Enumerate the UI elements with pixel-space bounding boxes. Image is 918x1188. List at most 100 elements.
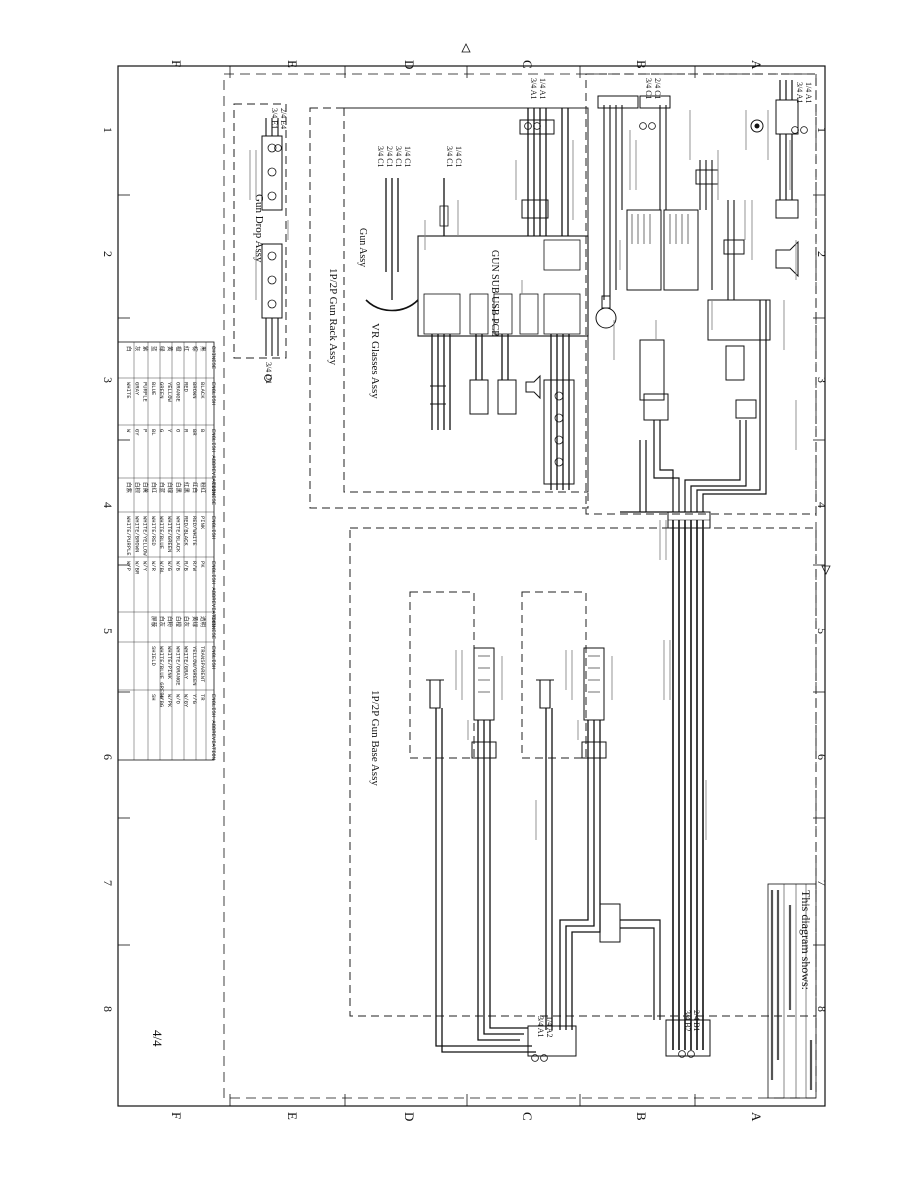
color-mid-row-en: RED/WHITE: [191, 516, 198, 546]
color-right-row-cn: 白粉: [166, 616, 174, 628]
color-left-row-en: BLUE: [150, 382, 157, 396]
color-left-row-abbr: R: [183, 429, 190, 433]
gun-rack-title: 1P/2P Gun Rack Assy: [327, 268, 339, 366]
color-left-header-en: ENGLISH: [210, 382, 217, 405]
color-mid-row-cn: 白棕: [133, 482, 141, 494]
top-harness-region: [585, 73, 817, 1050]
color-mid-row-abbr: W/BR: [133, 561, 140, 575]
tag-gun-c: 2/4 C1: [385, 146, 394, 168]
zone-7-right: 7: [815, 880, 829, 886]
color-right-row-cn: 透明: [199, 616, 207, 628]
color-mid-header-cn: CHINESE: [210, 482, 217, 506]
color-mid-row-en: WHITE/RED: [150, 516, 157, 546]
color-left-row-abbr: GY: [133, 429, 140, 436]
color-left-row-cn: 紫: [142, 346, 149, 352]
zone-8-left: 8: [101, 1006, 115, 1012]
color-right-row-cn: 白灰: [158, 616, 166, 628]
color-left-row-cn: 棕: [191, 346, 199, 352]
color-mid-row-en: WHITE/BLUE: [158, 516, 165, 550]
color-mid-row-abbr: R/B: [183, 561, 190, 572]
gun-drop-title: Gun Drop Assy: [253, 194, 265, 263]
color-right-row-cn: 白橙: [174, 616, 182, 628]
zone-4-right: 4: [815, 502, 829, 508]
color-right-row-en: WHITE/ORANGE: [174, 646, 181, 686]
color-right-row-en: WHITE/BLUE GREEN: [158, 646, 165, 699]
color-mid-row-cn: 白红: [150, 482, 158, 494]
color-right-row-abbr: W/PK: [166, 694, 173, 708]
color-mid-row-abbr: W/B: [174, 561, 181, 572]
title-heading: This diagram shows:: [799, 890, 813, 990]
gun-drop-assembly: 3/4 D1: [233, 103, 289, 384]
color-mid-row-abbr: W/G: [166, 561, 173, 571]
color-mid-row-cn: 白紫: [125, 482, 133, 494]
color-right-row-abbr: W/O: [174, 694, 181, 705]
color-right-row-abbr: SH: [150, 694, 157, 701]
color-mid-row-abbr: W/R: [150, 561, 157, 572]
color-right-row-en: SHIELD: [150, 646, 157, 667]
vr-glasses-title: VR Glasses Assy: [369, 323, 381, 399]
color-right-row-cn: 屏蔽: [150, 616, 158, 628]
color-right-row-en: TRANSPARENT: [199, 646, 206, 683]
color-left-row-en: GRAY: [133, 382, 140, 396]
tag-gun-d: 3/4 C1: [376, 146, 385, 168]
color-mid-row-en: RED/BLACK: [183, 516, 190, 546]
color-mid-row-cn: 白黄: [142, 482, 150, 494]
color-right-row-cn: 黄绿: [191, 616, 199, 628]
tag-c-top-b: 3/4 A1: [529, 78, 538, 100]
tag-c-top-a: 1/4 A1: [538, 78, 547, 100]
color-left-row-en: WHITE: [125, 382, 132, 399]
tag-bot-c-b: 3/4 A1: [536, 1016, 545, 1038]
zone-5-left: 5: [101, 628, 115, 634]
tag-gun-a: 1/4 C1: [403, 146, 412, 168]
zone-5-right: 5: [815, 628, 829, 634]
zone-6-right: 6: [815, 754, 829, 760]
zone-a-top: A: [749, 60, 764, 70]
color-mid-row-abbr: PK: [199, 561, 206, 568]
color-left-header-abbr: ENGLISH ABBREVIATION: [210, 429, 217, 495]
color-right-header-en: ENGLISH: [210, 646, 217, 669]
tag-e-top-b: 3/4 E1: [270, 108, 279, 129]
tag-b-top-a: 2/4 C1: [653, 78, 662, 100]
color-mid-row-en: WHITE/GREEN: [166, 516, 173, 552]
color-mid-row-cn: 红黑: [183, 482, 191, 494]
color-right-row-abbr: TR: [199, 694, 206, 701]
color-left-row-abbr: W: [125, 429, 132, 433]
color-left-row-en: BROWN: [191, 382, 198, 399]
color-mid-row-en: WHITE/BROWN: [133, 516, 140, 552]
zone-c-bottom: C: [520, 1112, 535, 1121]
color-right-row-abbr: W/GY: [183, 694, 190, 708]
ground-symbols-top: [264, 122, 808, 382]
zone-b-bottom: B: [634, 1112, 649, 1121]
zone-7-left: 7: [101, 880, 115, 886]
color-mid-row-cn: 粉红: [199, 482, 207, 494]
color-right-header-abbr: ENGLISH ABBREVIATION: [210, 694, 217, 760]
zone-d-top: D: [402, 60, 417, 69]
color-left-row-en: BLACK: [199, 382, 206, 399]
color-left-row-cn: 黄: [166, 346, 174, 352]
color-mid-header-en: ENGLISH: [210, 516, 217, 539]
gun-sub-pcb-title: GUN SUB USB PCB: [489, 250, 500, 337]
zone-3-right: 3: [815, 377, 829, 383]
gun-base-title: 1P/2P Gun Base Assy: [369, 690, 381, 786]
zone-2-right: 2: [815, 251, 829, 257]
color-left-row-cn: 红: [183, 346, 191, 352]
color-mid-row-cn: 白黑: [174, 482, 182, 494]
color-mid-row-cn: 白蓝: [158, 482, 166, 494]
connector-tags-bottom: 2/4 B1 3/4 B2 1/4 A2 3/4 A1: [531, 1010, 701, 1062]
tag-bot-b-b: 3/4 B2: [683, 1010, 692, 1032]
tag-gun-f: 3/4 C1: [445, 146, 454, 168]
color-left-row-en: ORANGE: [174, 382, 181, 403]
page-number: 4/4: [150, 1030, 165, 1047]
color-left-row-cn: 橙: [174, 346, 182, 352]
sheet-frame: [117, 43, 831, 1107]
tag-bot-b-a: 2/4 B1: [692, 1010, 701, 1032]
color-left-header-cn: CHINESE: [210, 346, 217, 370]
color-left-row-abbr: G: [158, 429, 165, 432]
color-mid-row-en: PINK: [199, 516, 206, 530]
color-left-row-cn: 灰: [133, 346, 141, 352]
zone-col-labels: 1 2 3 4 5 6 7 8 1 2 3 4 5 6 7 8: [101, 127, 829, 1012]
tag-top-left-b: 3/4 A1: [795, 82, 804, 104]
color-right-row-abbr: W/BG: [158, 694, 165, 707]
zone-8-right: 8: [815, 1006, 829, 1012]
